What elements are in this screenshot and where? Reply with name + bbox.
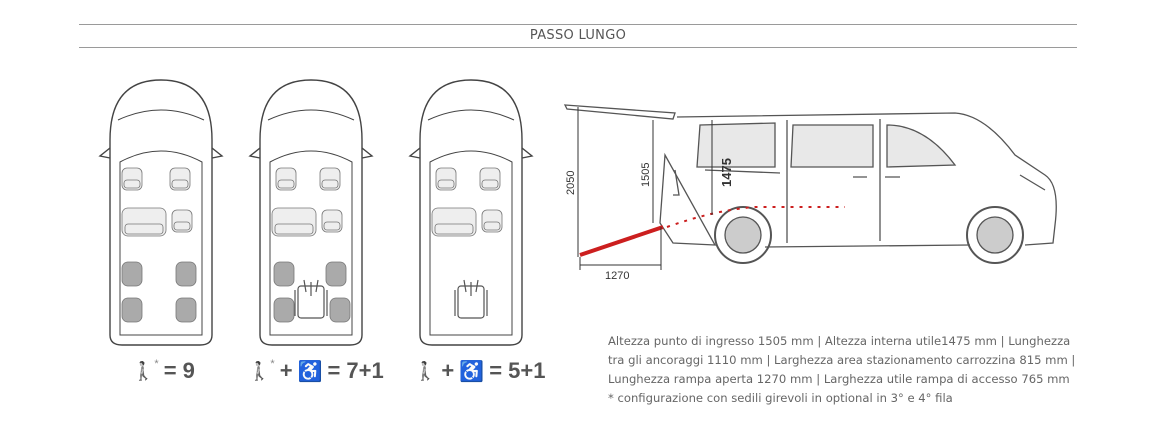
dim-total-height: 2050	[565, 171, 577, 195]
person-icon: 🚶	[414, 360, 437, 381]
bottom-rule	[79, 47, 1077, 48]
ramp	[579, 225, 664, 257]
seat-count: = 7+1	[327, 358, 384, 383]
section-title: PASSO LUNGO	[529, 28, 627, 43]
plus: +	[279, 358, 293, 383]
van-top-7plus1	[249, 79, 373, 346]
dim-ramp-length: 1270	[605, 270, 629, 282]
description: Altezza punto di ingresso 1505 mm | Alte…	[608, 332, 1078, 408]
seat-count: = 9	[163, 358, 195, 383]
wheelchair-icon: ♿	[459, 360, 485, 383]
top-rule	[79, 24, 1077, 25]
wheelchair-icon: ♿	[297, 360, 323, 383]
dim-interior-height: 1475	[719, 158, 734, 187]
seat-count: = 5+1	[489, 358, 546, 383]
person-icon: 🚶	[248, 360, 271, 381]
desc-line: tra gli ancoraggi 1110 mm | Larghezza ar…	[608, 353, 1076, 367]
desc-line: Lunghezza rampa aperta 1270 mm | Larghez…	[608, 372, 1070, 386]
van-outline	[563, 104, 1057, 264]
plus: +	[441, 358, 455, 383]
asterisk: *	[154, 358, 159, 370]
dim-labels: 2050 1505 1475 1270	[565, 158, 734, 282]
dim-entry-height: 1505	[640, 163, 652, 187]
config-5plus1: 🚶 + ♿ = 5+1	[414, 358, 545, 384]
desc-footnote: * configurazione con sedili girevoli in …	[608, 391, 953, 405]
van-top-5plus1	[409, 79, 533, 346]
config-9: 🚶 * = 9	[132, 358, 195, 384]
van-side-view: 2050 1505 1475 1270	[563, 104, 1057, 282]
person-icon: 🚶	[132, 360, 155, 381]
wheelchair-path	[666, 206, 845, 228]
van-top-views	[99, 79, 533, 346]
config-7plus1: 🚶 * + ♿ = 7+1	[248, 358, 384, 384]
desc-line: Altezza punto di ingresso 1505 mm | Alte…	[608, 334, 1071, 348]
dimension-lines	[577, 107, 713, 270]
asterisk: *	[270, 358, 275, 370]
van-top-9-seats	[99, 79, 223, 346]
